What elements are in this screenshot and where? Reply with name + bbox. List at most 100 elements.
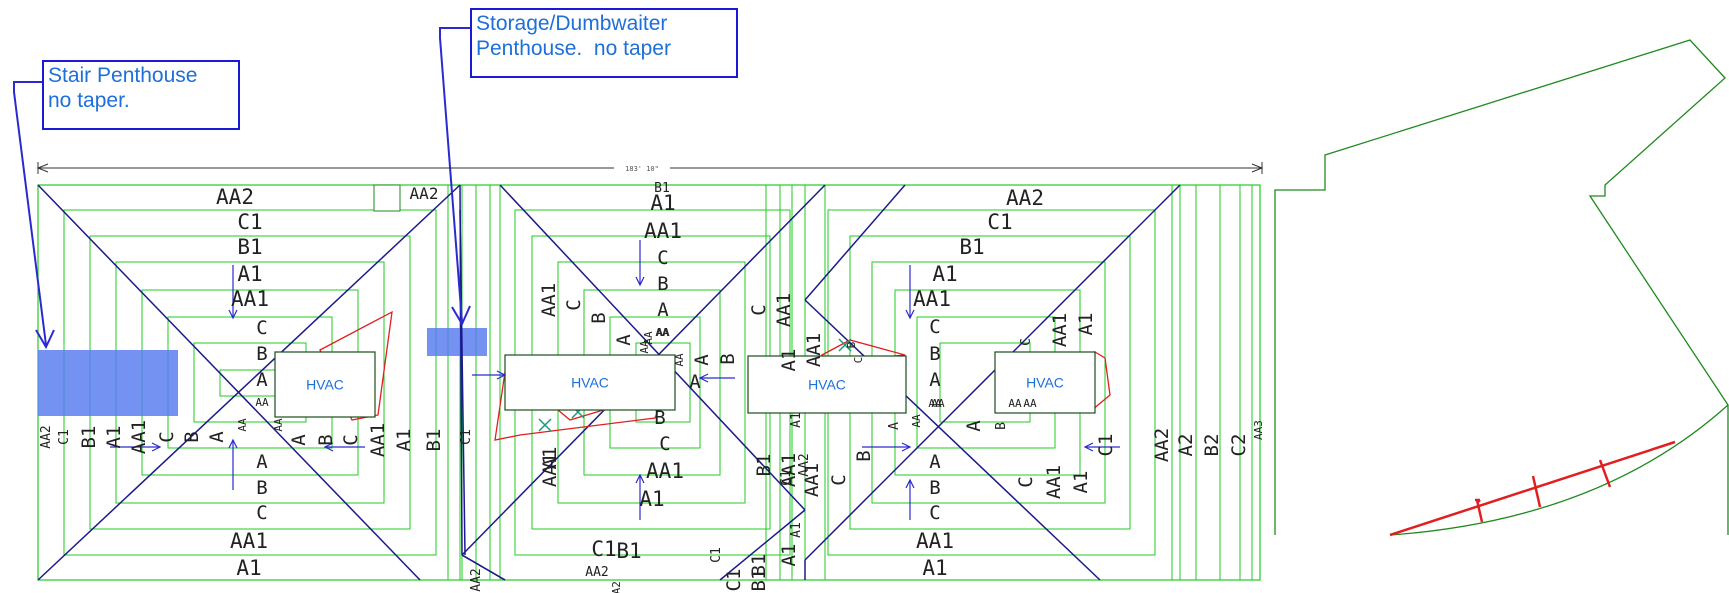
taper-label: B bbox=[853, 450, 875, 461]
drain-mark bbox=[538, 418, 552, 432]
taper-label: AA1 bbox=[803, 333, 825, 367]
taper-label: AA bbox=[931, 397, 945, 410]
slope-arrow-head bbox=[323, 442, 334, 452]
hvac-unit bbox=[994, 351, 1096, 414]
taper-label: A bbox=[887, 422, 902, 430]
taper-label: AA1 bbox=[538, 283, 560, 317]
taper-label: AA2 bbox=[1151, 428, 1173, 462]
taper-label: AA1 bbox=[128, 420, 150, 454]
taper-label: B bbox=[657, 273, 668, 295]
hvac-label: HVAC bbox=[808, 377, 846, 393]
slope-arrow-head bbox=[151, 442, 162, 452]
key-plan-curved-edge bbox=[1389, 404, 1729, 536]
taper-label: AA2 bbox=[216, 185, 254, 209]
taper-label: AA1 bbox=[1049, 313, 1071, 347]
taper-label: C1 bbox=[987, 210, 1012, 234]
hip-line bbox=[459, 209, 466, 556]
taper-label: B bbox=[256, 477, 267, 499]
taper-label: A bbox=[929, 369, 941, 391]
hip-line bbox=[804, 299, 1101, 581]
hip-line bbox=[37, 184, 421, 581]
hvac-label: HVAC bbox=[306, 377, 344, 393]
taper-label: B bbox=[717, 353, 739, 364]
taper-label: B bbox=[994, 422, 1009, 430]
stair-penthouse bbox=[38, 350, 178, 416]
hvac-unit bbox=[747, 355, 907, 414]
taper-label: AA1 bbox=[231, 287, 269, 311]
taper-label: AA bbox=[1023, 397, 1037, 410]
taper-label: B bbox=[929, 477, 940, 499]
taper-label: C bbox=[1019, 338, 1034, 346]
slope-arrow-head bbox=[698, 373, 709, 383]
taper-label: B bbox=[654, 407, 665, 429]
taper-label: B1 bbox=[654, 181, 670, 196]
building-key-plan bbox=[1274, 39, 1729, 537]
dimension-label-bg bbox=[614, 163, 670, 173]
taper-label: AA2 bbox=[410, 184, 439, 203]
taper-label: AA2 bbox=[39, 425, 54, 448]
slope-arrow-head bbox=[496, 370, 507, 380]
taper-label: AA bbox=[673, 353, 686, 367]
taper-label: AA2 bbox=[610, 581, 623, 593]
taper-label: AA2 bbox=[797, 453, 812, 476]
hip-line bbox=[804, 184, 906, 301]
taper-label: AA1 bbox=[1043, 465, 1065, 499]
hip-line bbox=[719, 509, 806, 581]
taper-label: C bbox=[657, 247, 668, 269]
taper-label: AA1 bbox=[801, 463, 823, 497]
taper-label: B1 bbox=[78, 426, 100, 449]
taper-label: B bbox=[845, 341, 858, 348]
taper-label: AA1 bbox=[539, 453, 561, 487]
taper-label: C bbox=[256, 317, 267, 339]
taper-label: A1 bbox=[932, 262, 957, 286]
hvac-unit bbox=[274, 351, 376, 418]
taper-label: A1 bbox=[650, 191, 675, 215]
stair-callout-leader bbox=[13, 81, 47, 346]
taper-label: C1 bbox=[779, 470, 794, 486]
slope-arrow-head bbox=[901, 442, 912, 452]
taper-label: A bbox=[613, 334, 635, 346]
taper-label: A1 bbox=[539, 447, 561, 470]
slope-arrow-head bbox=[905, 478, 915, 489]
slope-arrow-head bbox=[228, 309, 238, 320]
taper-label: B1 bbox=[748, 554, 770, 577]
taper-label: C bbox=[1015, 476, 1037, 487]
storage-callout-leader-head bbox=[451, 305, 471, 327]
taper-label: C1 bbox=[723, 569, 745, 592]
hip-line bbox=[499, 184, 806, 511]
taper-label: B bbox=[588, 312, 610, 323]
taper-label: A1 bbox=[1070, 471, 1092, 494]
taper-label: B1 bbox=[748, 569, 770, 592]
taper-label: B bbox=[256, 343, 267, 365]
hvac-unit bbox=[504, 354, 676, 411]
taper-label: C1 bbox=[459, 429, 474, 445]
taper-label: C bbox=[340, 434, 362, 445]
taper-label: AA bbox=[255, 396, 269, 409]
taper-label: A1 bbox=[236, 556, 261, 580]
storage-penthouse-callout: Storage/Dumbwaiter Penthouse. no taper bbox=[470, 8, 738, 78]
slope-arrow-head bbox=[228, 438, 238, 449]
taper-label: AA1 bbox=[913, 287, 951, 311]
taper-label: A bbox=[963, 420, 985, 432]
taper-label: AA bbox=[236, 418, 249, 432]
taper-label: A bbox=[691, 354, 713, 366]
taper-label: A bbox=[288, 434, 310, 446]
key-plan-red-crickets bbox=[1389, 440, 1676, 537]
taper-label: AA3 bbox=[1252, 420, 1265, 440]
taper-label: AA bbox=[638, 340, 651, 354]
slope-arrows bbox=[13, 27, 1120, 520]
storage-callout-leader bbox=[439, 27, 470, 323]
taper-label: C1 bbox=[57, 429, 72, 445]
taper-label: A1 bbox=[778, 544, 800, 567]
taper-label: A bbox=[929, 451, 941, 473]
taper-label: B1 bbox=[616, 539, 641, 563]
taper-label: AA1 bbox=[644, 219, 682, 243]
taper-label: AA bbox=[1008, 397, 1022, 410]
taper-label: AA1 bbox=[773, 293, 795, 327]
taper-label: AA1 bbox=[778, 453, 800, 487]
taper-label: A1 bbox=[789, 412, 804, 428]
roof-hatch bbox=[373, 184, 401, 212]
taper-label: AA2 bbox=[585, 565, 608, 580]
